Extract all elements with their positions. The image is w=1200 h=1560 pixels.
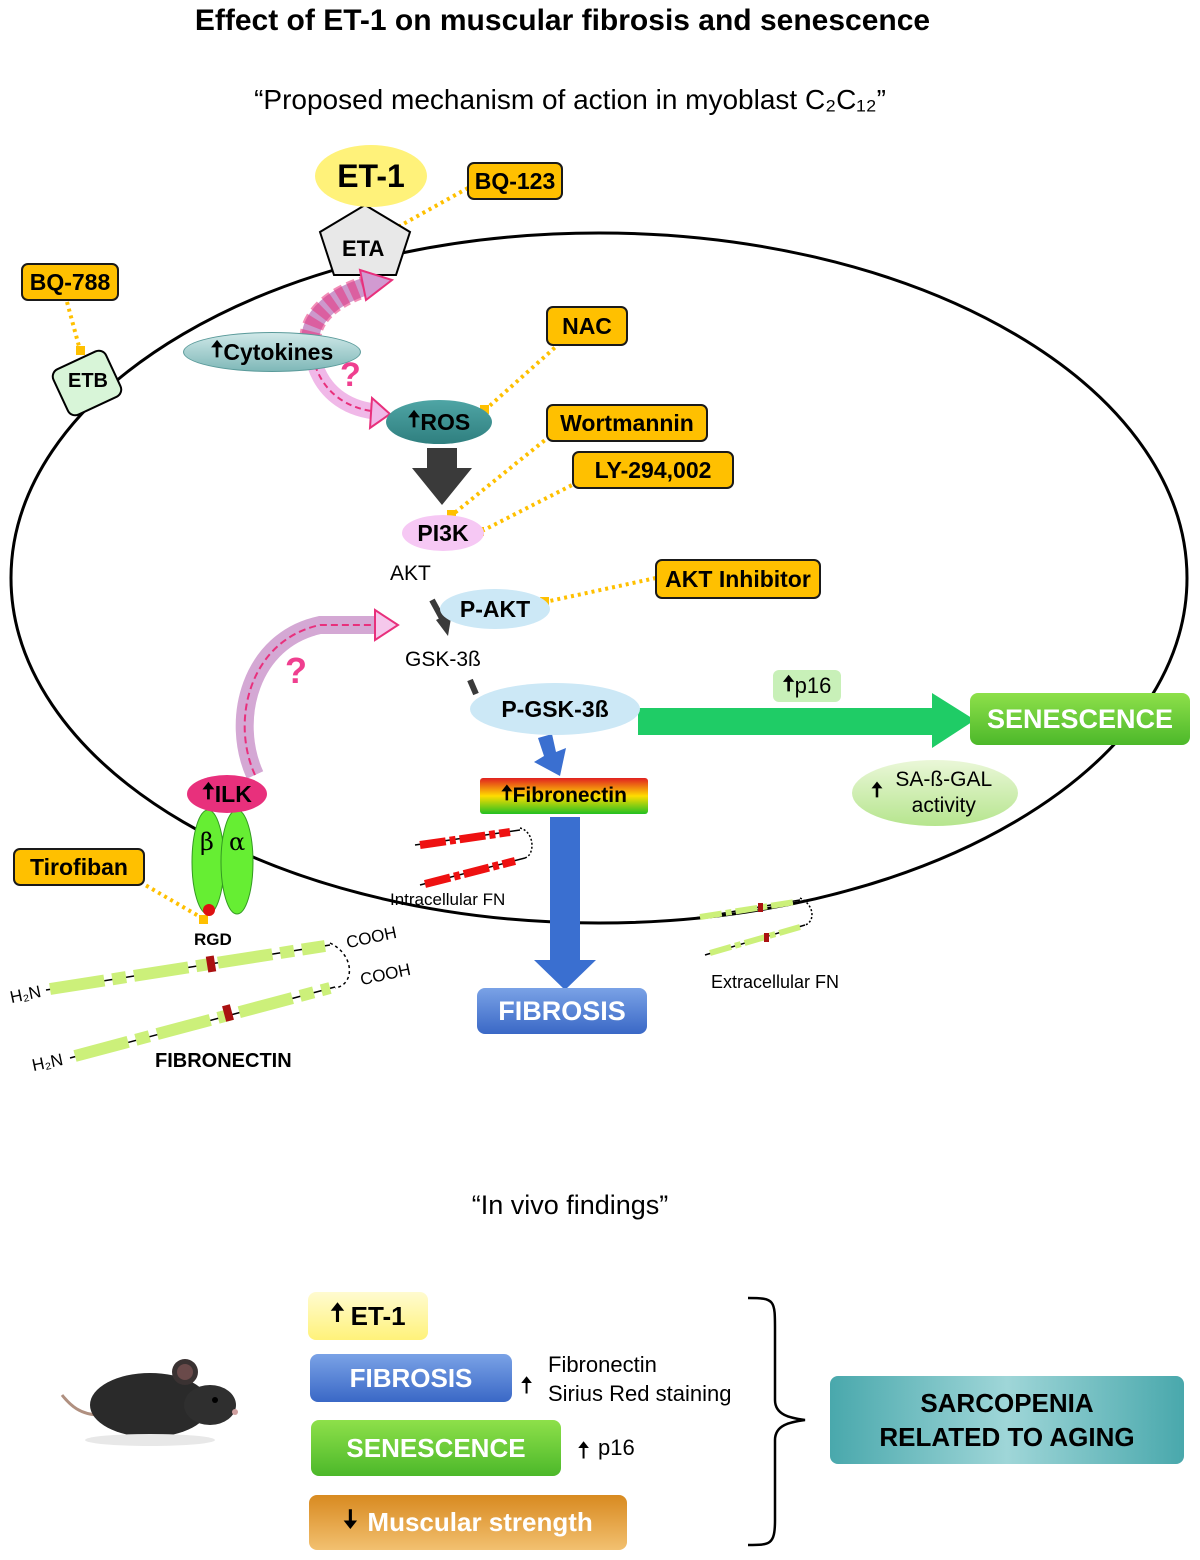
senescence-marker-p16: p16	[598, 1435, 635, 1460]
sarcopenia-box: SARCOPENIA RELATED TO AGING	[830, 1376, 1184, 1464]
sa-gal-label: SA-ß-GAL activity	[895, 768, 993, 817]
fn-to-fibrosis-arrow	[534, 817, 596, 990]
invivo-strength-label: Muscular strength	[367, 1507, 593, 1537]
p16-label: p16	[794, 673, 832, 698]
eta-label: ETA	[342, 236, 385, 261]
question-mark-top: ?	[340, 356, 361, 394]
fibronectin-node: 🠅Fibronectin	[480, 778, 648, 814]
p16-up-icon: 🠅	[577, 1437, 591, 1464]
fibrosis-marker-fibronectin: Fibronectin	[548, 1352, 657, 1377]
extracellular-fn-strands	[694, 897, 813, 956]
cytokines-label: Cytokines	[223, 338, 334, 365]
up-arrow-icon: 🠅	[407, 405, 421, 432]
cell-membrane	[9, 231, 1189, 925]
mouse-image	[60, 1359, 238, 1446]
invivo-title: “In vivo findings”	[471, 1190, 669, 1220]
fibronectin-label: Fibronectin	[512, 784, 627, 807]
invivo-bracket	[747, 1296, 806, 1547]
up-arrow-icon: 🠅	[871, 778, 883, 802]
sarcopenia-label: SARCOPENIA RELATED TO AGING	[879, 1388, 1135, 1452]
p-gsk-node: P-GSK-3ß	[470, 683, 640, 735]
invivo-senescence-label: SENESCENCE	[346, 1432, 526, 1463]
fibrosis-marker-sirius-red: Sirius Red staining	[548, 1381, 732, 1406]
pgsk-to-senescence-arrow	[638, 693, 975, 748]
fibronectin-molecule-label: FIBRONECTIN	[155, 1050, 292, 1072]
invivo-fibrosis-box: FIBROSIS	[310, 1354, 512, 1402]
invivo-et1-box: 🠅ET-1	[308, 1292, 428, 1340]
akt-label: AKT	[390, 562, 431, 585]
intracellular-fn-label: Intracellular FN	[390, 890, 506, 909]
page-title: Effect of ET-1 on muscular fibrosis and …	[194, 4, 931, 37]
fibrosis-outcome: FIBROSIS	[477, 988, 647, 1034]
ilk-label: ILK	[214, 780, 252, 807]
intracellular-fn-strands	[414, 827, 533, 888]
up-arrow-icon: 🠅	[202, 777, 215, 804]
pi3k-label: PI3K	[417, 519, 469, 546]
ros-node: 🠅ROS	[386, 400, 492, 444]
up-arrow-icon: 🠅	[501, 781, 513, 805]
sa-gal-node: 🠅 SA-ß-GAL activity	[852, 760, 1018, 826]
etb-receptor-shape	[51, 349, 123, 417]
et1-label: ET-1	[337, 157, 405, 194]
integrin-alpha-label: α	[229, 828, 246, 856]
etb-label: ETB	[68, 370, 108, 392]
diagram-subtitle: “Proposed mechanism of action in myoblas…	[254, 84, 886, 115]
p-akt-label: P-AKT	[459, 595, 531, 622]
p-gsk-label: P-GSK-3ß	[501, 695, 609, 722]
fibronectin-molecule	[45, 940, 351, 1062]
ilk-node: 🠅ILK	[187, 775, 267, 813]
p-akt-node: P-AKT	[440, 589, 550, 629]
wortmannin-inhibitor: Wortmannin	[546, 404, 708, 442]
ilk-to-gsk-arrow	[235, 616, 380, 779]
akt-inhibitor: AKT Inhibitor	[655, 559, 821, 599]
bq123-inhibitor: BQ-123	[467, 162, 563, 200]
cytokines-node: 🠅Cytokines	[183, 332, 361, 372]
question-mark-bottom: ?	[285, 650, 307, 691]
pgsk-to-fn-arrow	[534, 734, 566, 776]
rgd-label: RGD	[194, 930, 232, 949]
invivo-senescence-box: SENESCENCE	[311, 1420, 561, 1476]
bq788-inhibitor: BQ-788	[21, 263, 119, 301]
invivo-strength-box: 🠇 Muscular strength	[309, 1495, 627, 1550]
gsk-label: GSK-3ß	[405, 648, 481, 671]
integrin-beta-label: β	[200, 828, 214, 856]
senescence-outcome: SENESCENCE	[970, 693, 1190, 745]
up-arrow-icon: 🠅	[782, 671, 795, 696]
ros-label: ROS	[420, 408, 471, 435]
p16-badge: 🠅p16	[773, 670, 841, 702]
et1-ligand: ET-1	[315, 145, 427, 207]
inhibitor-links	[65, 186, 657, 920]
nac-inhibitor: NAC	[546, 306, 628, 346]
ly294002-inhibitor: LY-294,002	[572, 451, 734, 489]
ros-to-pi3k-arrow	[412, 448, 472, 505]
down-arrow-icon: 🠇	[343, 1503, 358, 1534]
extracellular-fn-label: Extracellular FN	[711, 972, 840, 992]
senescence-label: SENESCENCE	[986, 703, 1174, 734]
tirofiban-inhibitor: Tirofiban	[13, 848, 145, 886]
pi3k-node: PI3K	[402, 515, 484, 551]
up-arrow-icon: 🠅	[330, 1297, 345, 1327]
fibrosis-label: FIBROSIS	[498, 995, 626, 1026]
fibrosis-marker-up-icon: 🠅	[520, 1372, 534, 1399]
invivo-fibrosis-label: FIBROSIS	[349, 1362, 473, 1393]
up-arrow-icon: 🠅	[210, 335, 224, 362]
invivo-et1-label: ET-1	[350, 1300, 406, 1331]
